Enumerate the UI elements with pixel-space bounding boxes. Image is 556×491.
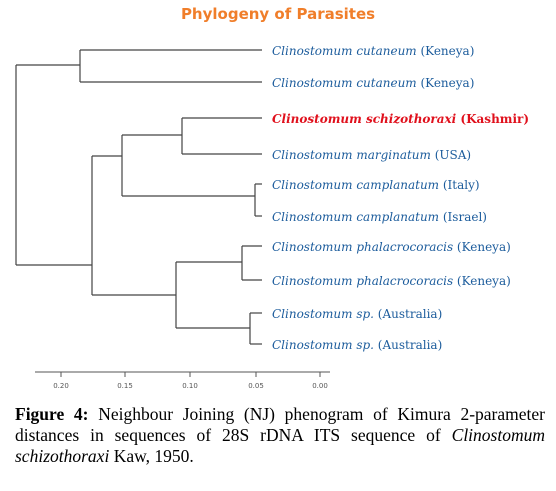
taxon-origin: (Israel) bbox=[439, 210, 487, 224]
taxon-name: Clinostomum sp. bbox=[272, 338, 374, 352]
scale-tick-label: 0.15 bbox=[117, 382, 133, 390]
taxon-name: Clinostomum cutaneum bbox=[272, 44, 417, 58]
taxon-label: Clinostomum camplanatum (Israel) bbox=[272, 210, 487, 224]
taxon-label: Clinostomum sp. (Australia) bbox=[272, 307, 442, 321]
taxon-name: Clinostomum phalacrocoracis bbox=[272, 240, 453, 254]
distance-scale: 0.20 0.15 0.10 0.05 0.00 bbox=[35, 371, 330, 390]
taxon-origin: (Australia) bbox=[374, 307, 442, 321]
caption-species: Clinostomum schizothoraxi bbox=[15, 425, 545, 466]
taxon-name: Clinostomum marginatum bbox=[272, 148, 431, 162]
figure-caption: Figure 4: Neighbour Joining (NJ) phenogr… bbox=[15, 404, 545, 467]
taxon-label: Clinostomum cutaneum (Keneya) bbox=[272, 44, 474, 58]
taxon-label: Clinostomum marginatum (USA) bbox=[272, 148, 471, 162]
phylogenetic-tree: Clinostomum cutaneum (Keneya)Clinostomum… bbox=[15, 44, 529, 390]
caption-text-before: Neighbour Joining (NJ) phenogram of Kimu… bbox=[15, 404, 545, 445]
caption-text-after: Kaw, 1950. bbox=[109, 446, 194, 466]
taxon-origin: (Keneya) bbox=[417, 44, 475, 58]
taxon-origin: (Keneya) bbox=[417, 76, 475, 90]
scale-tick-label: 0.20 bbox=[53, 382, 69, 390]
caption-label: Figure 4: bbox=[15, 404, 89, 424]
taxon-name: Clinostomum phalacrocoracis bbox=[272, 274, 453, 288]
scale-tick-label: 0.00 bbox=[312, 382, 328, 390]
taxon-labels: Clinostomum cutaneum (Keneya)Clinostomum… bbox=[272, 44, 529, 352]
tree-branches bbox=[15, 49, 262, 345]
taxon-origin: (Keneya) bbox=[453, 240, 511, 254]
taxon-name: Clinostomum schizothoraxi bbox=[272, 112, 457, 126]
taxon-label: Clinostomum phalacrocoracis (Keneya) bbox=[272, 274, 511, 288]
taxon-name: Clinostomum camplanatum bbox=[272, 178, 439, 192]
taxon-label: Clinostomum cutaneum (Keneya) bbox=[272, 76, 474, 90]
taxon-name: Clinostomum camplanatum bbox=[272, 210, 439, 224]
taxon-label: Clinostomum sp. (Australia) bbox=[272, 338, 442, 352]
scale-tick-label: 0.05 bbox=[248, 382, 264, 390]
taxon-origin: (USA) bbox=[431, 148, 471, 162]
taxon-origin: (Keneya) bbox=[453, 274, 511, 288]
taxon-label: Clinostomum camplanatum (Italy) bbox=[272, 178, 480, 192]
taxon-origin: (Italy) bbox=[439, 178, 480, 192]
taxon-name: Clinostomum cutaneum bbox=[272, 76, 417, 90]
taxon-name: Clinostomum sp. bbox=[272, 307, 374, 321]
taxon-label: Clinostomum phalacrocoracis (Keneya) bbox=[272, 240, 511, 254]
scale-tick-label: 0.10 bbox=[182, 382, 198, 390]
taxon-origin: (Kashmir) bbox=[456, 112, 529, 126]
taxon-origin: (Australia) bbox=[374, 338, 442, 352]
taxon-label: Clinostomum schizothoraxi (Kashmir) bbox=[272, 112, 529, 126]
figure-title: Phylogeny of Parasites bbox=[180, 5, 376, 23]
